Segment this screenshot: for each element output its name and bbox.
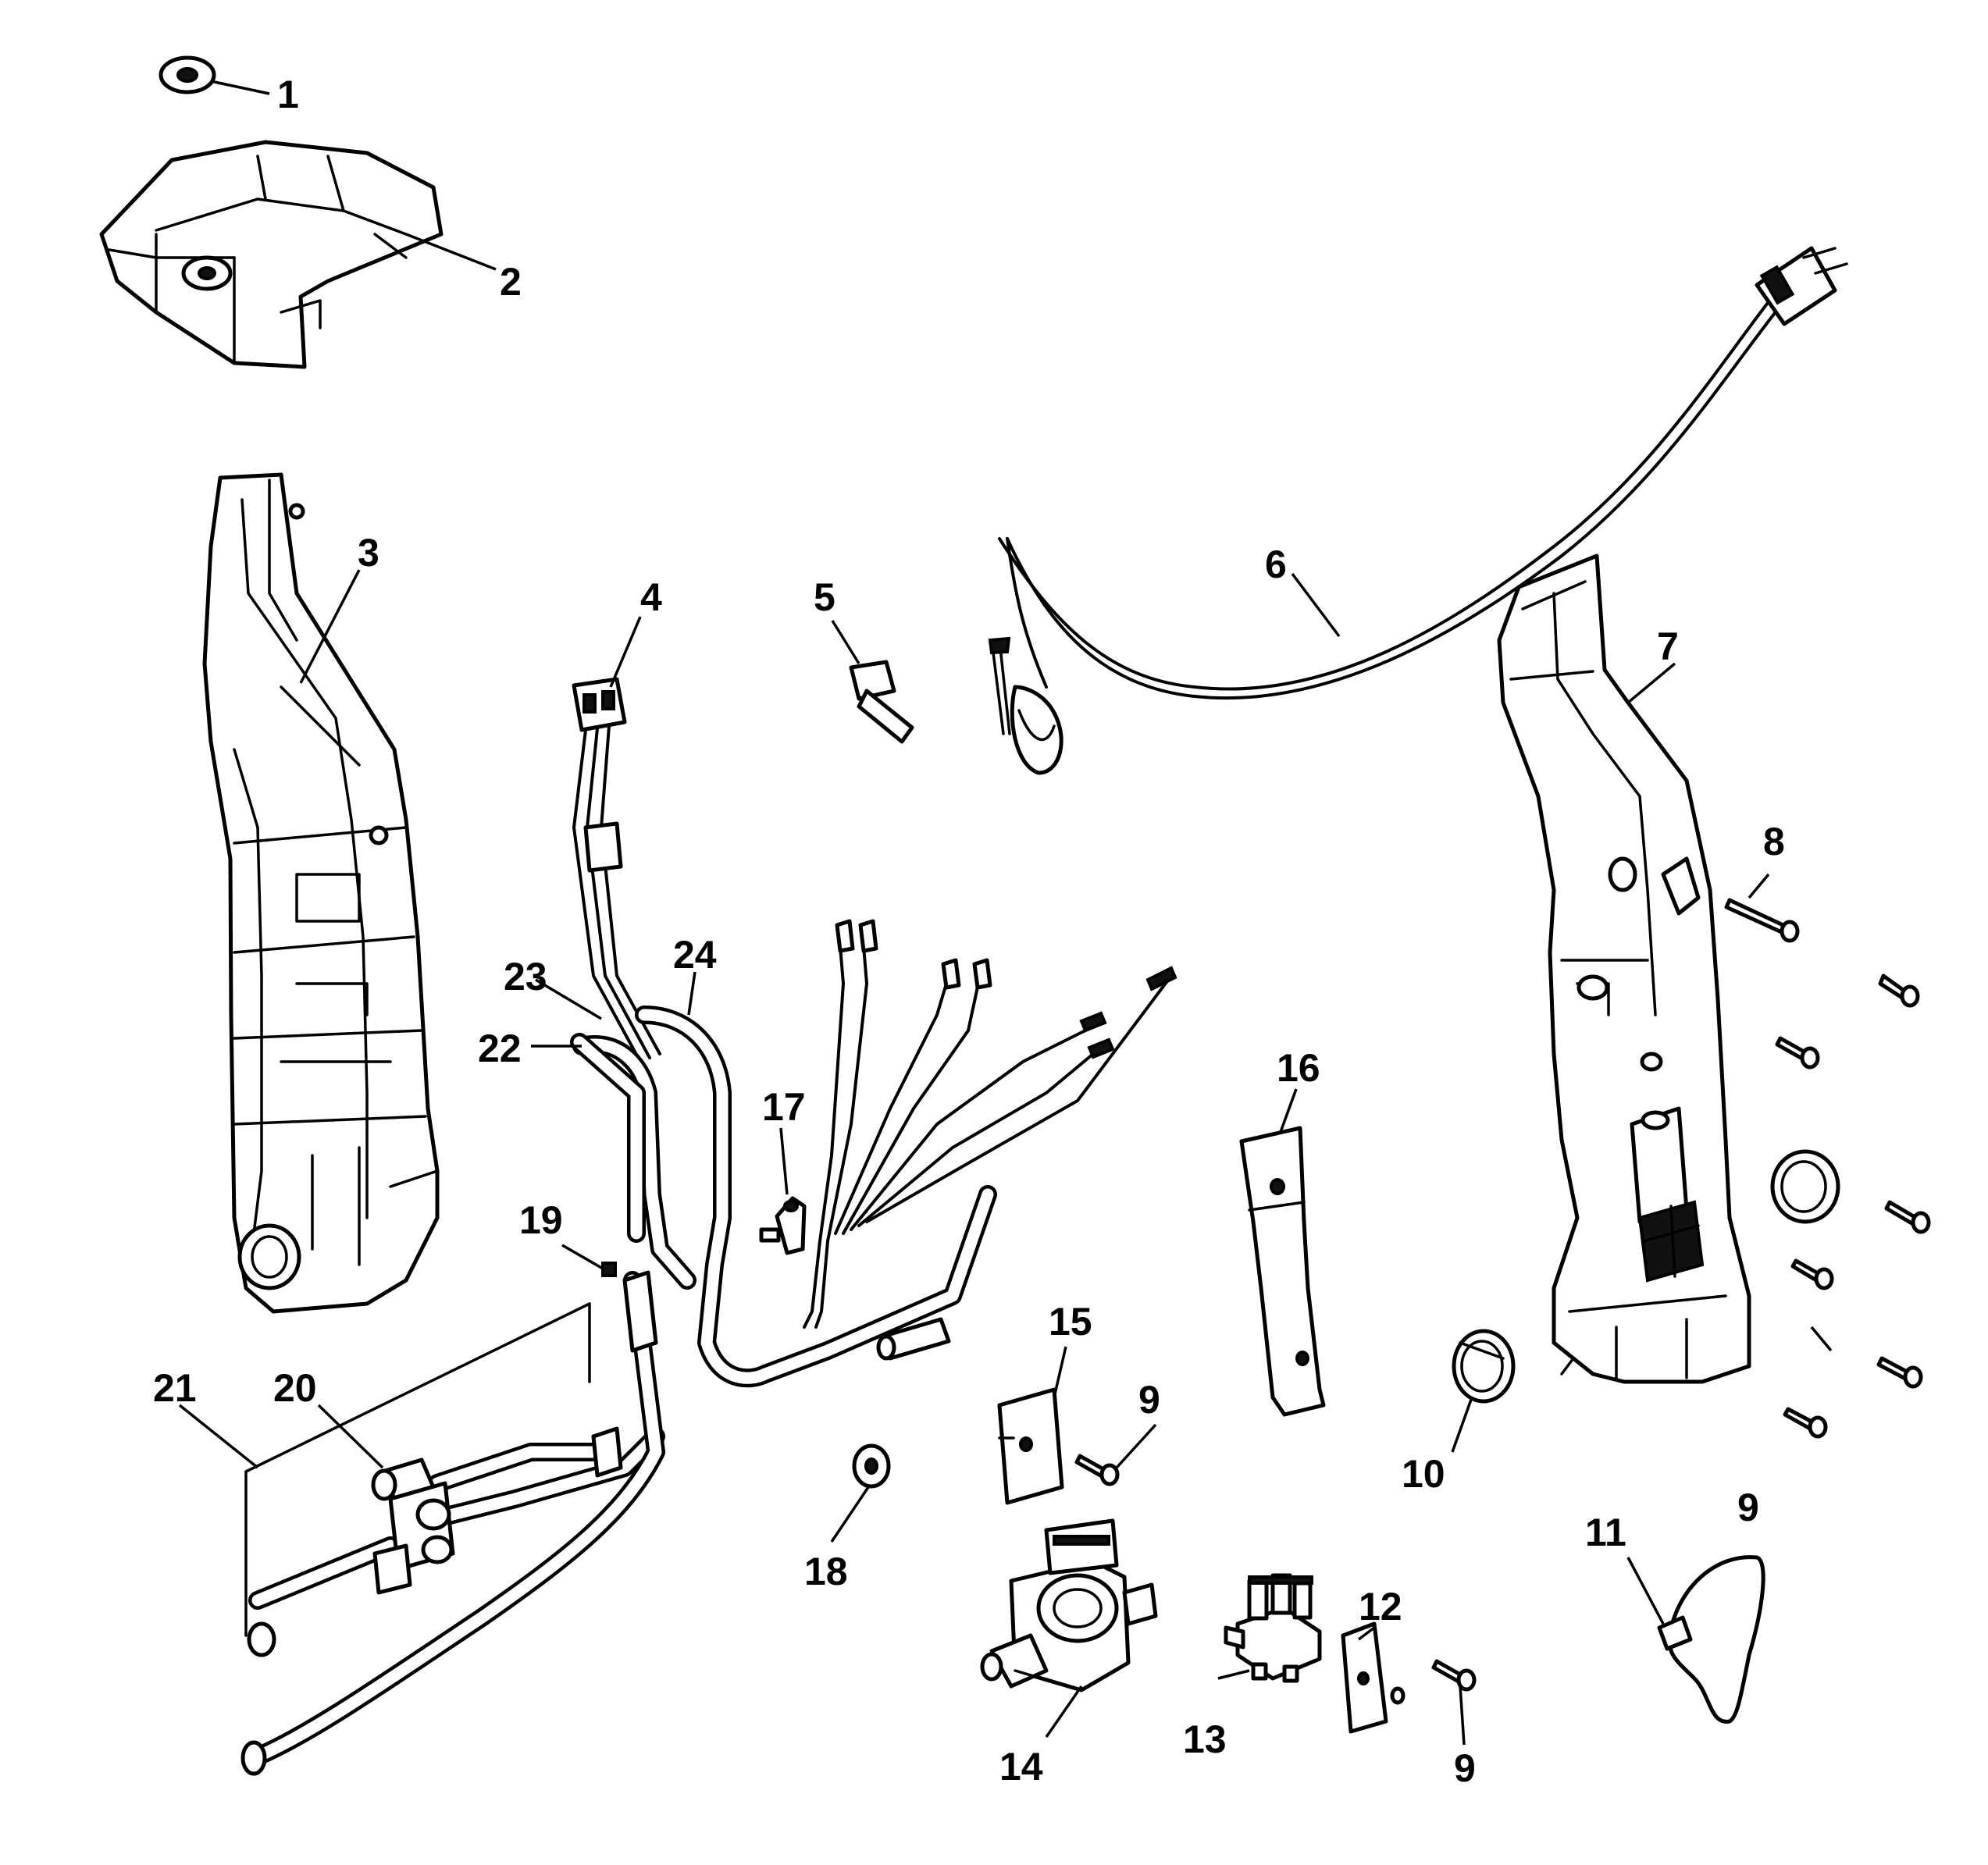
callout-1: 1 — [277, 73, 299, 116]
part-21-hose-assembly — [240, 1270, 665, 1776]
part-9-screw-a — [1074, 1454, 1120, 1486]
callout-6: 6 — [1265, 543, 1287, 586]
part-9-screw-c — [1431, 1659, 1477, 1692]
part-15-plate — [997, 1387, 1064, 1505]
callout-4: 4 — [640, 575, 662, 619]
part-8-screw — [1724, 898, 1800, 943]
part-11-lever — [1657, 1555, 1765, 1724]
part-13-switch — [1224, 1573, 1322, 1683]
wire-harness — [803, 919, 1177, 1329]
callout-21: 21 — [153, 1366, 197, 1410]
callout-9-b: 9 — [1737, 1486, 1759, 1529]
callout-2: 2 — [500, 260, 522, 304]
part-10-bushing — [1452, 1329, 1516, 1404]
part-20-valve — [371, 1457, 455, 1595]
callout-16: 16 — [1277, 1046, 1320, 1090]
part-12-plate — [1341, 1621, 1405, 1734]
callout-24: 24 — [673, 933, 717, 977]
part-4-switch — [572, 677, 661, 1063]
callout-labels: 1 2 3 4 5 6 7 8 9 9 9 10 11 12 13 14 15 … — [153, 73, 1785, 1790]
callout-9-c: 9 — [1454, 1746, 1476, 1790]
callout-23: 23 — [504, 955, 547, 998]
callout-3: 3 — [358, 531, 379, 575]
callout-5: 5 — [814, 575, 835, 619]
callout-12: 12 — [1359, 1585, 1402, 1628]
callout-11: 11 — [1585, 1511, 1626, 1554]
part-23-tube — [572, 1035, 697, 1290]
callout-18: 18 — [804, 1550, 848, 1593]
part-6-power-cord — [988, 246, 1848, 775]
part-2-handle-top — [99, 140, 444, 369]
part-3-handle-frame — [202, 472, 440, 1314]
callout-13: 13 — [1183, 1717, 1227, 1761]
tube-segment — [876, 1317, 951, 1361]
part-18-washer — [852, 1443, 891, 1489]
leader-lines — [178, 80, 1833, 1746]
part-5-connector — [849, 660, 914, 744]
callout-9-a: 9 — [1138, 1378, 1160, 1422]
callout-10: 10 — [1402, 1452, 1445, 1496]
callout-15: 15 — [1049, 1300, 1092, 1344]
callout-22: 22 — [478, 1027, 522, 1070]
part-14-pump — [980, 1518, 1158, 1692]
callout-20: 20 — [273, 1366, 317, 1410]
part-16-label — [1239, 1126, 1326, 1417]
bushing-right — [1770, 1149, 1840, 1224]
part-22-tube — [570, 1033, 646, 1243]
part-1-cap — [159, 55, 216, 94]
screw-set — [1775, 973, 1931, 1439]
callout-8: 8 — [1763, 820, 1785, 863]
part-19-fastener — [601, 1262, 617, 1277]
callout-7: 7 — [1657, 625, 1679, 668]
callout-17: 17 — [762, 1085, 806, 1129]
callout-14: 14 — [999, 1745, 1043, 1788]
part-24-tube — [635, 1005, 997, 1388]
callout-19: 19 — [519, 1198, 563, 1242]
part-7-rear-cover — [1497, 553, 1751, 1384]
part-17-fitting — [759, 1196, 807, 1255]
